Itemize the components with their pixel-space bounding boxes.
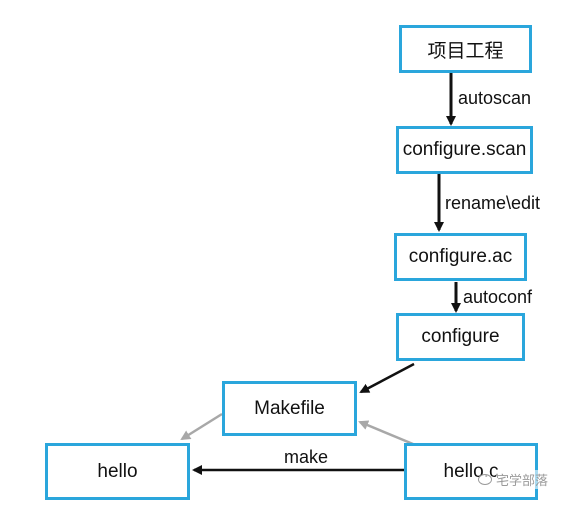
edge-label-autoconf: autoconf	[463, 287, 533, 307]
edge-label-autoscan: autoscan	[458, 88, 532, 108]
watermark: 宅学部落	[478, 470, 549, 489]
watermark-text: 宅学部落	[496, 470, 549, 489]
node-configure-ac: configure.ac	[394, 233, 527, 281]
wechat-icon	[478, 474, 492, 485]
edge-label-make: make	[284, 447, 329, 467]
node-configure-scan: configure.scan	[396, 126, 533, 174]
node-hello: hello	[45, 443, 190, 500]
arrow-makefile-to-hello	[180, 412, 223, 441]
arrow-hello-c-to-makefile	[358, 420, 414, 446]
node-configure: configure	[396, 313, 525, 361]
node-makefile: Makefile	[222, 381, 357, 436]
edge-label-rename-edit: rename\edit	[445, 193, 541, 213]
node-project: 项目工程	[399, 25, 532, 73]
arrow-configure-to-makefile	[359, 362, 415, 394]
